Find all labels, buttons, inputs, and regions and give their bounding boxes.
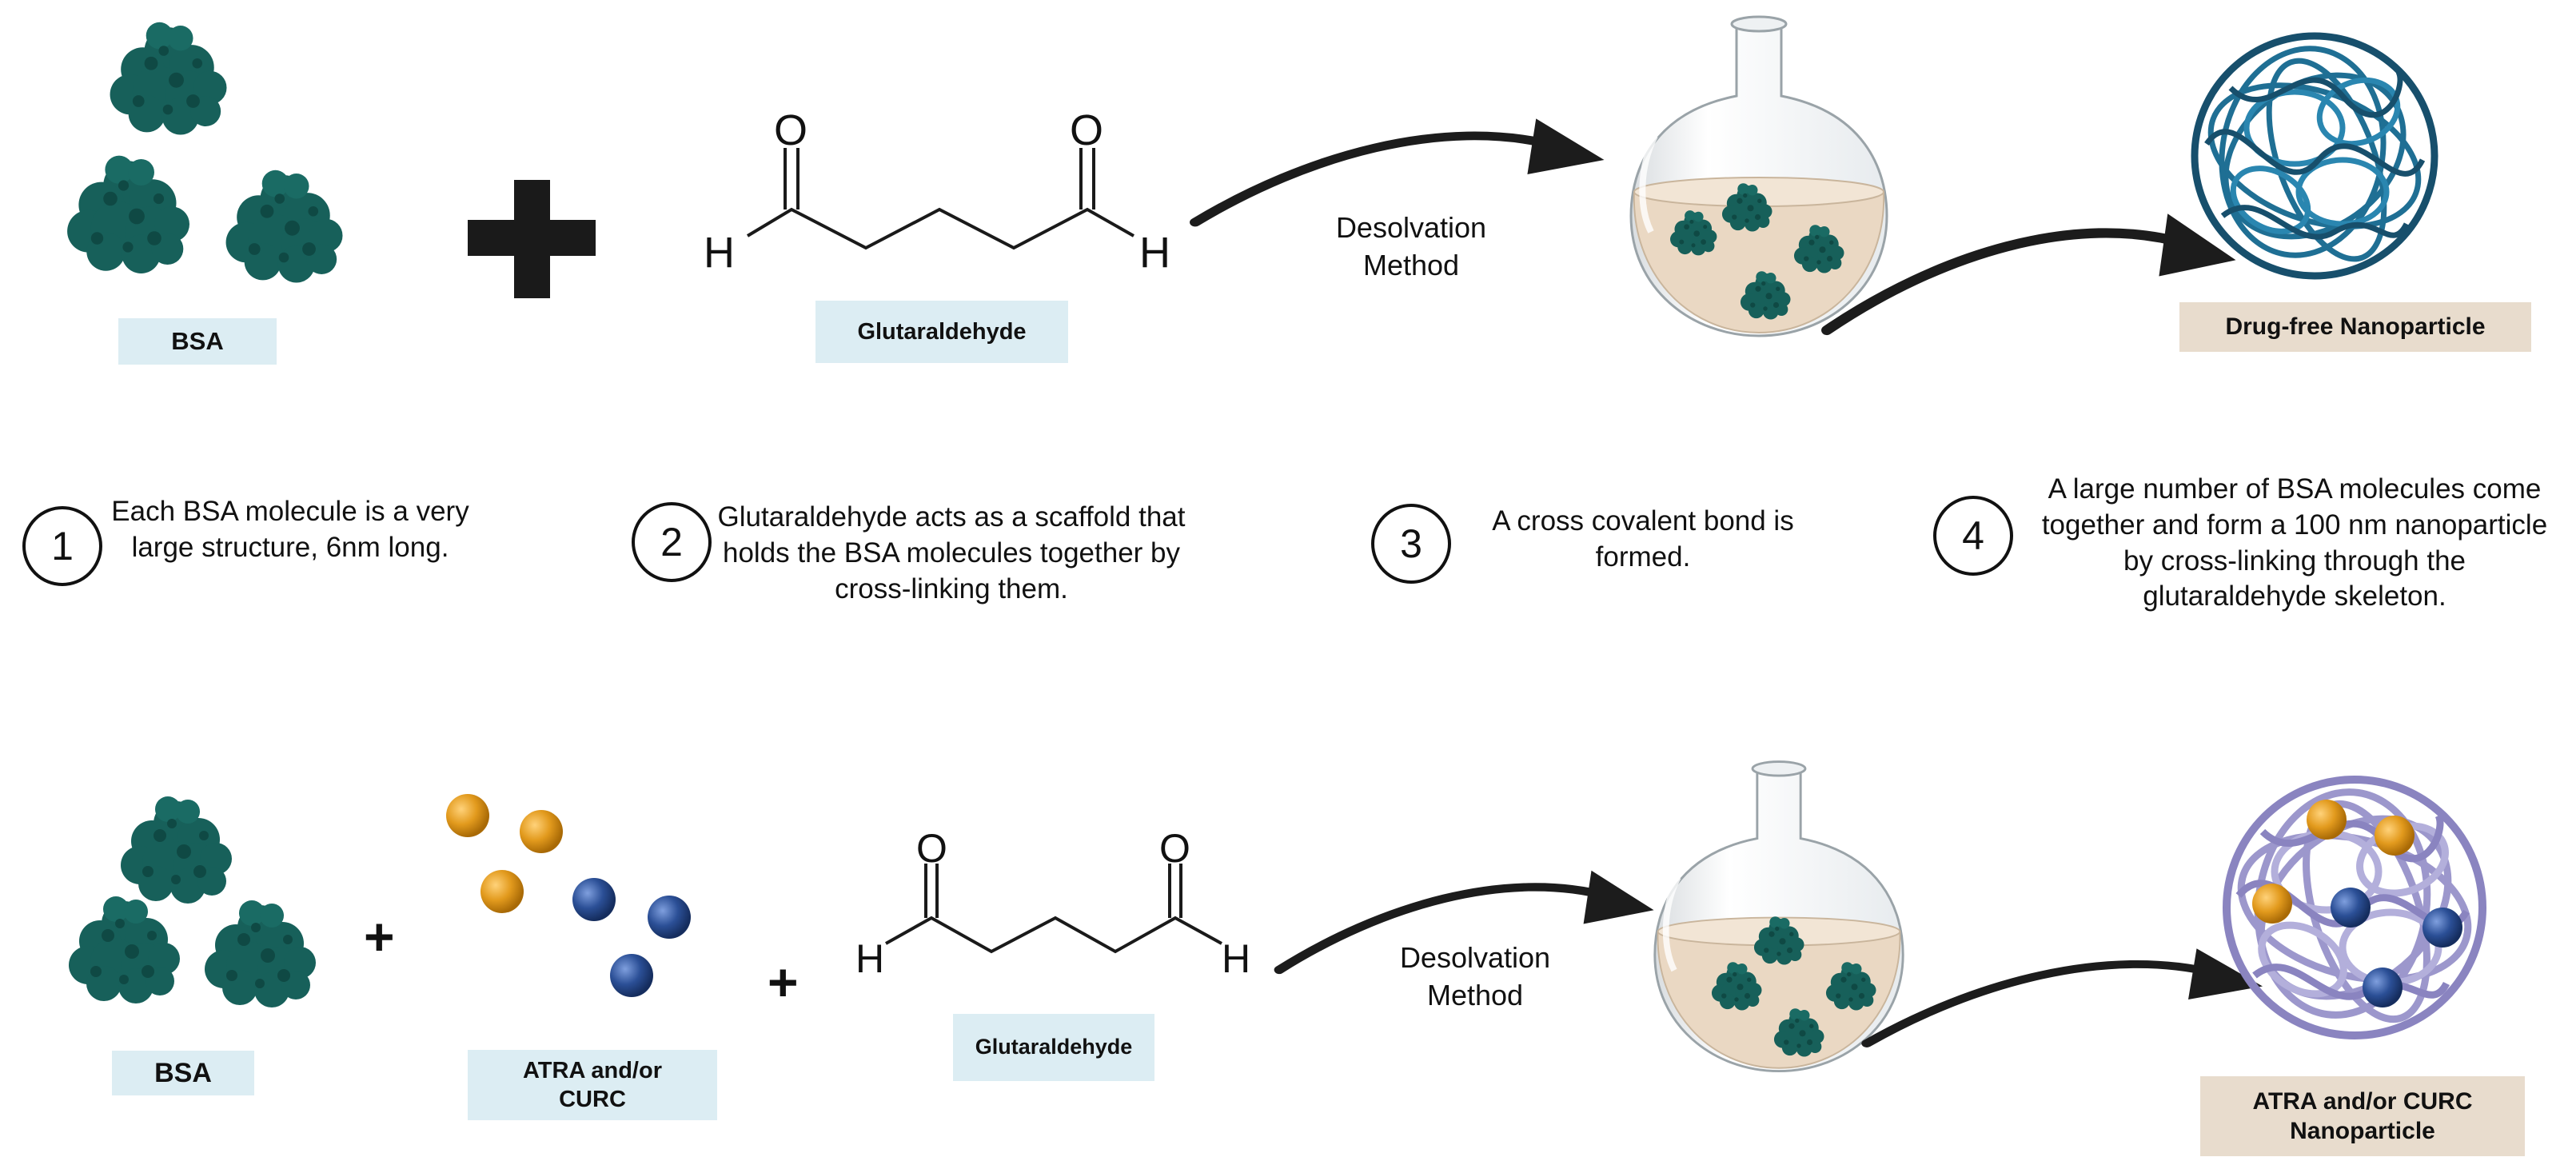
nanoparticle-icon: [2191, 32, 2438, 280]
bsa-protein-icon: [121, 796, 232, 904]
drug-loaded-nanoparticle-icon: [2223, 776, 2486, 1039]
step-3-text: A cross covalent bond is formed.: [1492, 505, 1794, 573]
drug-sphere-icon: [2363, 968, 2403, 1007]
atom-h-right: H: [1139, 229, 1170, 277]
bsa-label-top: BSA: [118, 318, 277, 365]
glutaraldehyde-structure: [746, 148, 1134, 250]
step-3-number: 3: [1371, 504, 1451, 584]
curved-arrow-icon: [1195, 118, 1605, 222]
atom-o-right: O: [1070, 106, 1104, 154]
bsa-protein-icon: [110, 22, 227, 135]
drug-sphere-icon: [610, 954, 653, 997]
round-flask-icon: [1655, 762, 1903, 1071]
atom-h-right: H: [1222, 936, 1251, 981]
step-2-text: Glutaraldehyde acts as a scaffold that h…: [717, 501, 1186, 604]
drug-sphere-icon: [2331, 888, 2371, 928]
bsa-label-bottom: BSA: [112, 1051, 254, 1095]
desolvation-method-label-top: Desolvation Method: [1335, 211, 1487, 281]
drug-loaded-nanoparticle-label: ATRA and/or CURC Nanoparticle: [2200, 1076, 2525, 1156]
glutaraldehyde-label-bottom: Glutaraldehyde: [953, 1014, 1154, 1081]
drug-sphere-icon: [481, 870, 524, 913]
plus-icon: +: [768, 952, 799, 1011]
drug-sphere-icon: [2252, 884, 2292, 924]
bsa-protein-cluster-bottom: [69, 796, 316, 1007]
step-4-text: A large number of BSA molecules come tog…: [2041, 473, 2548, 612]
atom-h-left: H: [704, 229, 735, 277]
step-1-text: Each BSA molecule is a very large struct…: [111, 496, 469, 563]
bsa-protein-icon: [225, 170, 343, 283]
drug-sphere-icon: [2375, 816, 2415, 856]
step-4-number: 4: [1933, 496, 2013, 576]
glutaraldehyde-label-top: Glutaraldehyde: [815, 301, 1068, 363]
step-1-number: 1: [22, 506, 102, 586]
plus-icon: +: [364, 907, 395, 966]
atom-o-right: O: [1159, 826, 1190, 871]
plus-icon: [468, 180, 596, 298]
drug-sphere-icon: [446, 794, 489, 837]
drug-sphere-icon: [520, 810, 563, 853]
drug-free-nanoparticle-label: Drug-free Nanoparticle: [2179, 302, 2531, 352]
bsa-protein-cluster-top: [67, 22, 343, 283]
drug-spheres: [446, 794, 691, 997]
desolvation-method-label-bottom: Desolvation Method: [1399, 941, 1551, 1011]
atom-o-left: O: [916, 826, 947, 871]
drug-sphere-icon: [2422, 908, 2462, 948]
drug-sphere-icon: [648, 896, 691, 939]
bsa-protein-icon: [69, 896, 180, 1003]
drug-sphere-icon: [572, 878, 616, 921]
atra-curc-label: ATRA and/or CURC: [468, 1050, 717, 1120]
bsa-protein-icon: [205, 900, 316, 1007]
step-2-number: 2: [632, 502, 712, 582]
atom-h-left: H: [855, 936, 885, 981]
atom-o-left: O: [774, 106, 808, 154]
drug-sphere-icon: [2307, 800, 2347, 840]
curved-arrow-icon: [1827, 213, 2236, 330]
curved-arrow-icon: [1867, 948, 2263, 1043]
glutaraldehyde-structure: [885, 864, 1222, 954]
bsa-protein-icon: [67, 155, 189, 273]
